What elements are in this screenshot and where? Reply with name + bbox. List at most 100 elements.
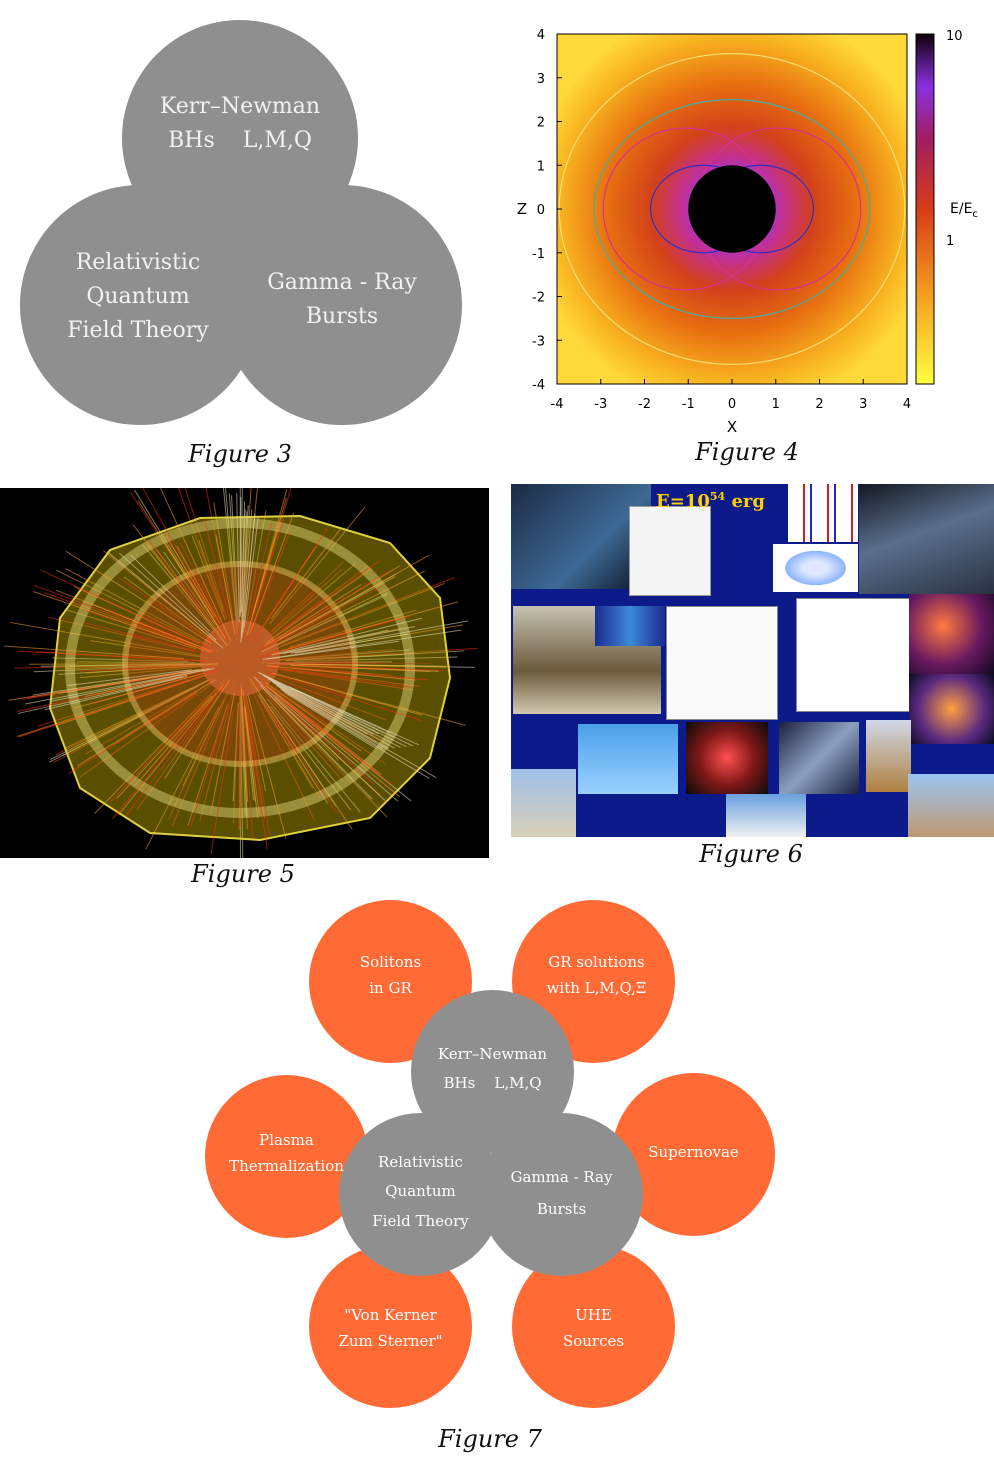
track-ray — [246, 489, 288, 636]
tile-probe — [866, 720, 911, 792]
track-ray — [249, 681, 314, 789]
track-ray — [242, 706, 254, 839]
track-ray — [148, 540, 212, 622]
tile-hubble — [779, 722, 859, 794]
track-ray — [294, 633, 408, 654]
track-ray — [203, 518, 232, 623]
track-ray — [142, 544, 226, 645]
track-ray — [38, 679, 189, 727]
track-ray — [163, 551, 217, 626]
y-tick-label: -3 — [532, 334, 545, 349]
track-ray — [270, 529, 341, 620]
detector-core — [200, 620, 280, 696]
track-ray — [103, 550, 219, 645]
circle-rqft — [20, 185, 260, 425]
track-ray — [228, 493, 239, 629]
track-ray — [232, 703, 239, 802]
track-ray — [225, 488, 239, 633]
track-ray — [259, 563, 355, 646]
black-hole-disk — [688, 165, 776, 253]
track-ray — [268, 678, 374, 735]
track-ray — [267, 665, 416, 681]
track-ray — [177, 488, 229, 627]
track-ray — [283, 560, 381, 630]
track-ray — [48, 616, 195, 653]
track-ray — [56, 569, 219, 652]
tile-spectrum-plot — [629, 506, 711, 596]
track-ray — [260, 687, 343, 782]
track-ray — [243, 691, 266, 819]
tile-array-telescopes — [511, 769, 576, 837]
track-ray — [273, 676, 386, 721]
track-ray — [40, 663, 203, 667]
track-ray — [290, 664, 431, 673]
track-ray — [44, 592, 196, 647]
track-ray — [83, 621, 209, 655]
track-ray — [268, 666, 413, 689]
y-tick-label: 3 — [537, 72, 545, 87]
track-ray — [51, 667, 215, 702]
track-ray — [86, 664, 209, 674]
tile-space-satellite — [511, 484, 651, 589]
track-ray — [136, 695, 219, 811]
track-ray — [262, 684, 375, 785]
track-ray — [288, 609, 417, 648]
track-ray — [210, 693, 235, 814]
track-ray — [111, 706, 207, 820]
track-ray — [240, 685, 246, 816]
track-ray — [273, 694, 399, 802]
track-ray — [215, 534, 236, 634]
track-ray — [275, 684, 389, 750]
track-ray — [299, 663, 446, 668]
track-ray — [145, 706, 220, 850]
track-ray — [258, 694, 329, 804]
track-ray — [274, 663, 443, 672]
x-tick-label: 2 — [815, 397, 823, 412]
track-ray — [142, 488, 220, 624]
track-ray — [290, 620, 469, 654]
track-ray — [74, 672, 205, 709]
track-ray — [245, 694, 267, 792]
track-ray — [8, 667, 209, 701]
track-ray — [268, 672, 423, 722]
x-tick-label: 0 — [728, 397, 736, 412]
track-ray — [265, 685, 401, 798]
tile-crab-nebula — [909, 674, 994, 744]
track-ray — [270, 648, 395, 661]
track-ray — [245, 700, 271, 836]
track-ray — [259, 672, 385, 734]
track-ray — [159, 488, 232, 642]
track-ray — [102, 607, 190, 642]
track-ray — [273, 682, 368, 735]
track-ray — [118, 576, 214, 644]
track-ray — [94, 678, 226, 814]
x-tick-label: 3 — [859, 397, 867, 412]
tile-burst-lightcurves — [788, 484, 858, 542]
figure-3-caption: Figure 3 — [188, 440, 292, 468]
figure-6-caption: Figure 6 — [699, 840, 803, 868]
track-ray — [210, 708, 235, 855]
track-ray — [279, 554, 430, 640]
track-ray — [52, 657, 189, 663]
track-ray — [278, 647, 478, 661]
track-ray — [240, 686, 249, 802]
track-ray — [247, 532, 291, 642]
track-ray — [255, 680, 352, 784]
y-tick-label: -4 — [532, 378, 545, 393]
track-ray — [65, 568, 212, 648]
x-tick-label: 4 — [903, 397, 911, 412]
track-ray — [270, 705, 352, 811]
figure-4-caption: Figure 4 — [695, 438, 799, 466]
track-ray — [274, 697, 381, 797]
track-ray — [165, 535, 216, 618]
track-ray — [258, 615, 410, 658]
y-tick-label: -1 — [532, 247, 545, 262]
track-ray — [265, 568, 372, 644]
track-ray — [259, 684, 373, 800]
supernovae-label: Supernovae — [648, 1143, 739, 1161]
